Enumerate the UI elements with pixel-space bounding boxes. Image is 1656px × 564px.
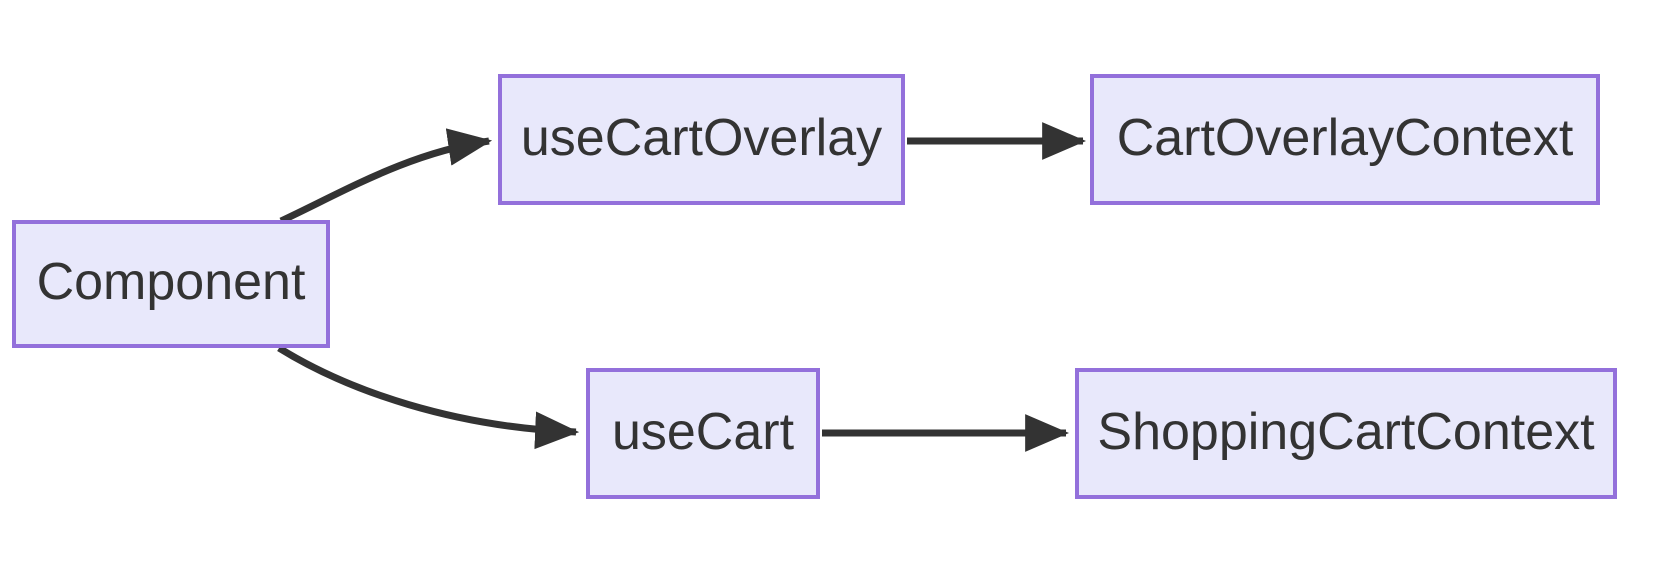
node-component[interactable]: Component	[12, 220, 330, 348]
node-label: ShoppingCartContext	[1097, 402, 1595, 461]
node-shoppingcartcontext[interactable]: ShoppingCartContext	[1075, 368, 1617, 499]
edge-component-to-usecartoverlay	[279, 128, 493, 225]
node-usecartoverlay[interactable]: useCartOverlay	[498, 74, 905, 205]
node-label: Component	[36, 253, 306, 311]
node-usecart[interactable]: useCart	[586, 368, 820, 499]
node-label: CartOverlayContext	[1116, 108, 1574, 167]
node-label: useCartOverlay	[520, 108, 883, 167]
edge-component-to-usecart	[277, 345, 580, 450]
node-label: useCart	[611, 402, 795, 461]
node-cartoverlaycontext[interactable]: CartOverlayContext	[1090, 74, 1600, 205]
